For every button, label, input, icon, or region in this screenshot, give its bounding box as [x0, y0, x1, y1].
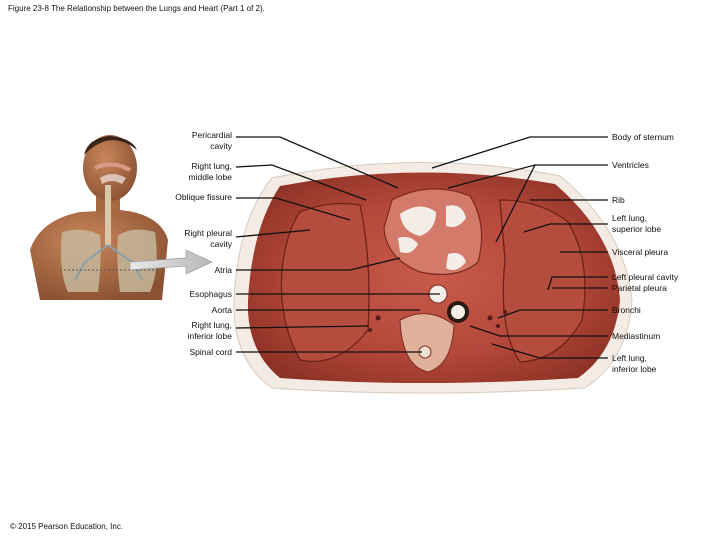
label-esophagus: Esophagus	[189, 289, 232, 299]
label-left-pleural-cavity: Left pleural cavity	[612, 272, 679, 282]
copyright-notice: © 2015 Pearson Education, Inc.	[10, 522, 124, 531]
label-oblique-fissure: Oblique fissure	[175, 192, 232, 202]
right-lung-region	[280, 202, 370, 363]
label-visceral-pleura: Visceral pleura	[612, 247, 669, 257]
label-right-lung-middle-lobe: Right lung,middle lobe	[188, 161, 232, 182]
label-spinal-cord: Spinal cord	[189, 347, 232, 357]
left-lung-region	[499, 199, 586, 363]
human-torso-illustration	[30, 135, 168, 300]
label-rib: Rib	[612, 195, 625, 205]
label-mediastinum: Mediastinum	[612, 331, 661, 341]
label-right-lung-inferior-lobe: Right lung,inferior lobe	[187, 320, 232, 341]
label-ventricles: Ventricles	[612, 160, 649, 170]
label-body-of-sternum: Body of sternum	[612, 132, 674, 142]
label-left-lung-inferior-lobe: Left lung,inferior lobe	[612, 353, 657, 374]
leader-lines-right	[431, 136, 608, 359]
inset-arrow	[129, 249, 213, 275]
label-left-lung-superior-lobe: Left lung,superior lobe	[612, 213, 662, 234]
label-bronchi: Bronchi	[612, 305, 641, 315]
label-parietal-pleura: Parietal pleura	[612, 283, 667, 293]
figure-caption: Figure 23-8 The Relationship between the…	[8, 4, 265, 13]
label-atria: Atria	[214, 265, 232, 275]
leader-lines-left	[235, 136, 440, 353]
label-aorta: Aorta	[211, 305, 232, 315]
